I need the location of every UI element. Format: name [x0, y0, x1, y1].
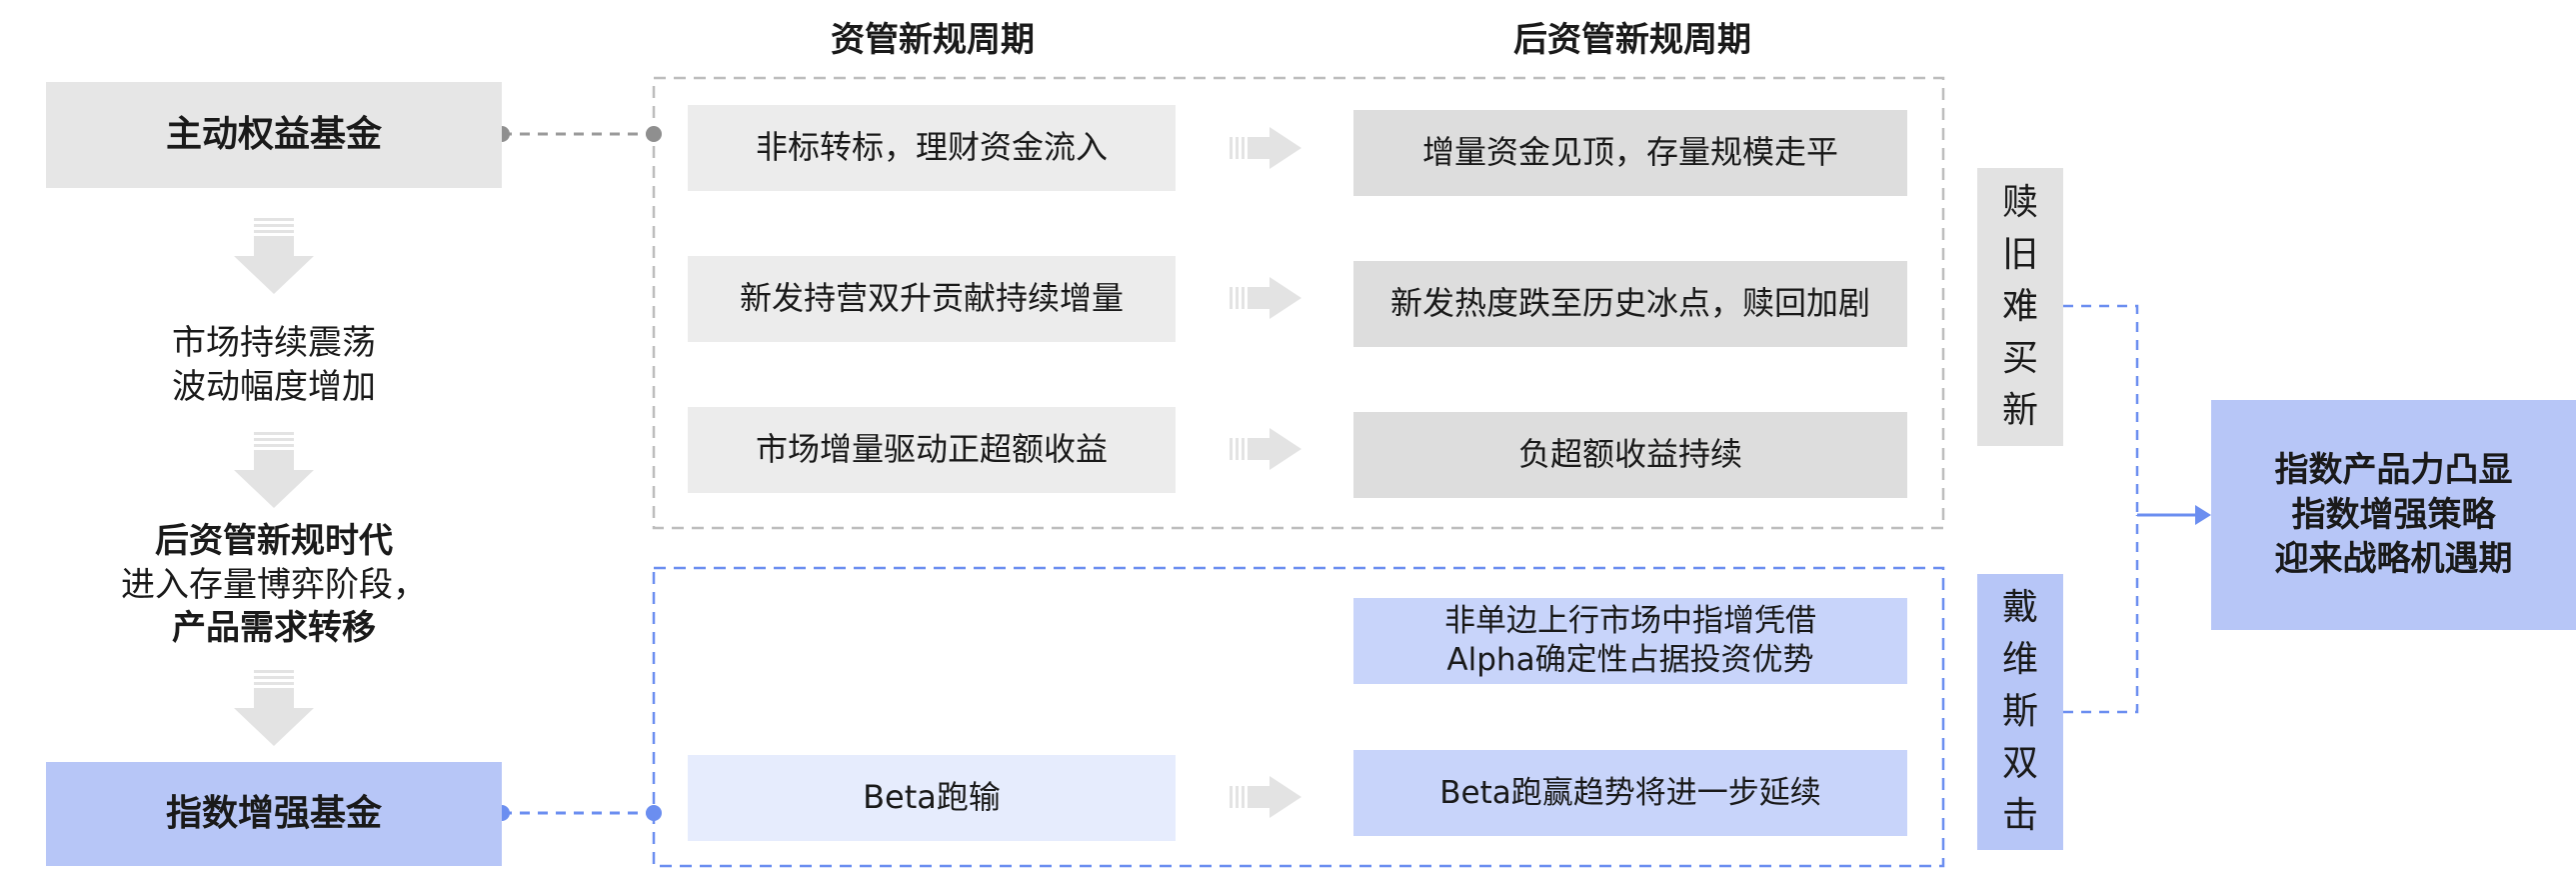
- market-text-line1: 市场持续震荡: [172, 323, 376, 363]
- right-arrow-row4: [1230, 776, 1301, 818]
- era-line3: 产品需求转移: [172, 608, 376, 649]
- active-equity-fund-label: 主动权益基金: [165, 113, 382, 155]
- top-row2-right-text: 新发热度跌至历史冰点，赎回加剧: [1389, 284, 1870, 323]
- top-row3-right: 负超额收益持续: [1353, 412, 1907, 498]
- header-current-cycle: 资管新规周期: [831, 20, 1035, 60]
- index-enhanced-fund-label: 指数增强基金: [165, 792, 382, 834]
- top-row1-left-text: 非标转标，理财资金流入: [755, 128, 1108, 167]
- side-label-redeem-char: 赎: [2001, 181, 2038, 223]
- bottom-row-right-text: Beta跑赢趋势将进一步延续: [1439, 774, 1821, 811]
- side-label-redeem-char: 新: [2001, 390, 2038, 432]
- bottom-top-right-line2: Alpha确定性占据投资优势: [1446, 642, 1814, 678]
- top-group-frame: [652, 76, 1945, 530]
- era-line2: 进入存量博弈阶段，: [121, 564, 427, 605]
- era-title: 后资管新规时代: [155, 521, 393, 561]
- top-row3-right-text: 负超额收益持续: [1517, 435, 1742, 474]
- bottom-row-left-text: Beta跑输: [863, 778, 1001, 817]
- connector-dot-right-blue: [646, 805, 662, 821]
- bracket-bottom: [2063, 515, 2139, 714]
- side-label-redeem: 赎 旧 难 买 新: [1977, 168, 2063, 446]
- side-label-davis-char: 斯: [2001, 690, 2038, 732]
- side-label-davis-char: 击: [2001, 795, 2038, 837]
- side-label-davis-char: 维: [2001, 638, 2038, 680]
- bottom-row-left: Beta跑输: [688, 755, 1176, 841]
- down-arrow-2: [234, 432, 314, 508]
- right-arrow-row1: [1230, 127, 1301, 169]
- market-text-line2: 波动幅度增加: [172, 366, 376, 407]
- bracket-arrowhead: [2195, 505, 2211, 525]
- side-label-redeem-char: 旧: [2001, 233, 2038, 275]
- bracket-top: [2063, 304, 2139, 515]
- bottom-top-right: 非单边上行市场中指增凭借 Alpha确定性占据投资优势: [1353, 598, 1907, 684]
- top-row2-right: 新发热度跌至历史冰点，赎回加剧: [1353, 261, 1907, 347]
- top-row3-left: 市场增量驱动正超额收益: [688, 407, 1176, 493]
- index-enhanced-fund-box: 指数增强基金: [46, 762, 502, 866]
- top-row3-left-text: 市场增量驱动正超额收益: [755, 430, 1108, 469]
- down-arrow-3: [234, 670, 314, 746]
- top-row1-left: 非标转标，理财资金流入: [688, 105, 1176, 191]
- market-text: 市场持续震荡 波动幅度增加: [46, 322, 502, 409]
- side-label-redeem-char: 买: [2001, 338, 2038, 380]
- side-label-davis-char: 戴: [2001, 586, 2038, 628]
- header-after-cycle: 后资管新规周期: [1513, 20, 1751, 60]
- top-row2-left-text: 新发持营双升贡献持续增量: [739, 279, 1124, 318]
- right-arrow-row2: [1230, 277, 1301, 319]
- top-row1-right-text: 增量资金见顶，存量规模走平: [1421, 133, 1838, 172]
- down-arrow-1: [234, 218, 314, 294]
- top-row1-right: 增量资金见顶，存量规模走平: [1353, 110, 1907, 196]
- side-label-davis: 戴 维 斯 双 击: [1977, 574, 2063, 850]
- bottom-top-right-line1: 非单边上行市场中指增凭借: [1444, 603, 1816, 640]
- conclusion-box: 指数产品力凸显 指数增强策略 迎来战略机遇期: [2211, 400, 2576, 630]
- connector-dot-right: [646, 126, 662, 142]
- conclusion-line3: 迎来战略机遇期: [2274, 539, 2513, 580]
- bottom-group-frame: [652, 566, 1945, 868]
- conclusion-line2: 指数增强策略: [2291, 494, 2496, 535]
- side-label-davis-char: 双: [2001, 743, 2038, 785]
- side-label-redeem-char: 难: [2001, 285, 2038, 327]
- conclusion-line1: 指数产品力凸显: [2274, 449, 2513, 490]
- bottom-row-right: Beta跑赢趋势将进一步延续: [1353, 750, 1907, 836]
- top-row2-left: 新发持营双升贡献持续增量: [688, 256, 1176, 342]
- right-arrow-row3: [1230, 428, 1301, 470]
- active-equity-fund-box: 主动权益基金: [46, 82, 502, 188]
- era-text: 后资管新规时代 进入存量博弈阶段， 产品需求转移: [46, 520, 502, 651]
